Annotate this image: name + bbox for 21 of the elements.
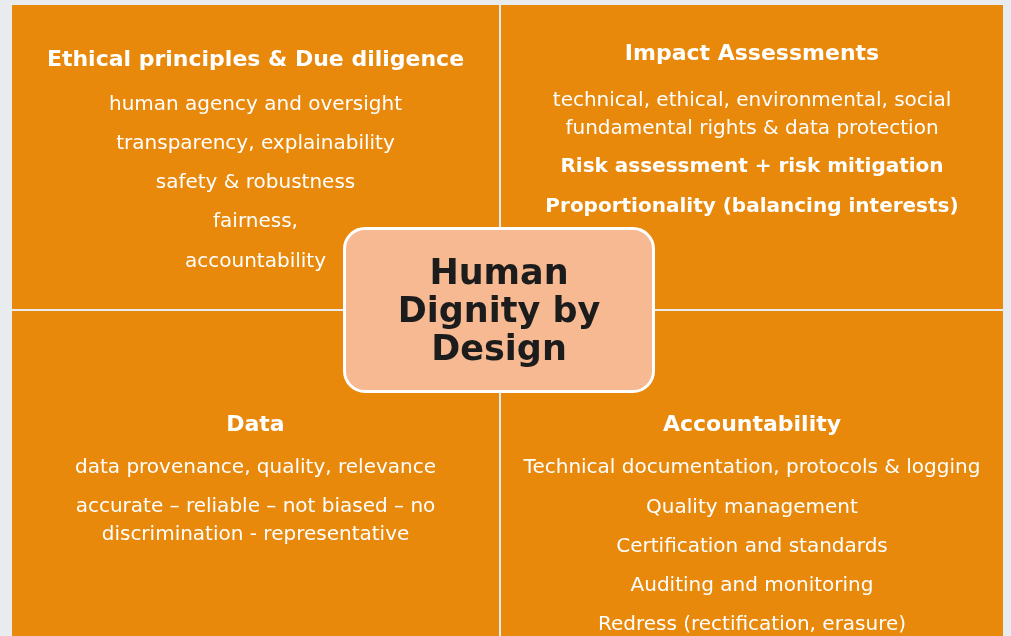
list-item: Technical documentation, protocols & logging (523, 453, 981, 480)
list-item: Redress (rectification, erasure) (597, 610, 907, 636)
list-item: Certification and standards (616, 532, 888, 559)
list-item: human agency and oversight (109, 90, 402, 117)
list-item: accountability (185, 247, 326, 274)
list-item: Risk assessment + risk mitigation (560, 152, 944, 179)
section-heading: Data (226, 410, 285, 438)
center-box (343, 227, 655, 393)
list-item: accurate – reliable – not biased – no discrimination - representative (74, 492, 437, 547)
section-heading: Ethical principles & Due diligence (46, 45, 465, 73)
list-item: data provenance, quality, relevance (74, 453, 436, 480)
section-heading: Accountability (662, 410, 842, 438)
center-title: Human Dignity by Design (396, 253, 602, 367)
list-item: transparency, explainability (116, 129, 395, 156)
list-item: safety & robustness (155, 168, 356, 195)
list-item: Proportionality (balancing interests) (545, 192, 959, 219)
list-item: technical, ethical, environmental, social fundamental rights & data protection (551, 86, 953, 141)
list-item: fairness, (213, 207, 298, 234)
section-heading: Impact Assessments (624, 39, 880, 67)
list-item: Quality management (646, 493, 858, 520)
list-item: Auditing and monitoring (630, 571, 874, 598)
